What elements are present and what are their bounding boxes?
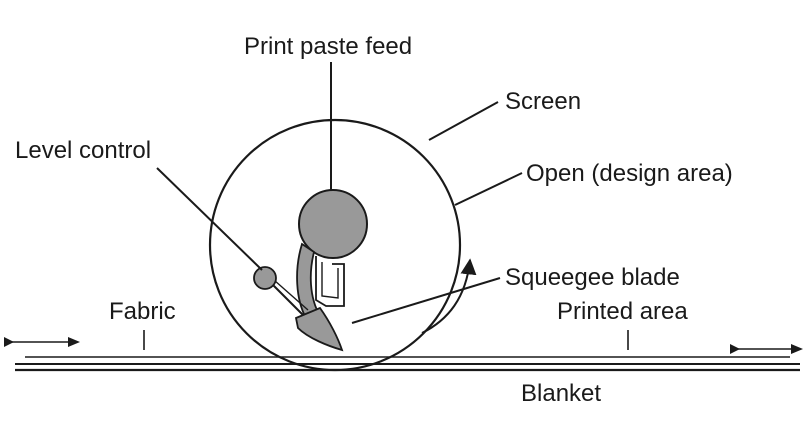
squeegee-holder-bracket bbox=[315, 256, 345, 307]
feed-arrow-right-icon bbox=[730, 344, 803, 354]
label-squeegee-blade: Squeegee blade bbox=[505, 264, 680, 291]
label-blanket: Blanket bbox=[521, 380, 601, 407]
level-control-rod-inner bbox=[273, 279, 309, 311]
open-area-leader bbox=[454, 172, 523, 206]
feed-arrow-left-icon bbox=[4, 337, 80, 347]
squeegee-blade-shape bbox=[294, 306, 344, 352]
label-printed-area: Printed area bbox=[557, 298, 688, 325]
screen-leader bbox=[428, 101, 499, 141]
label-fabric: Fabric bbox=[109, 298, 176, 325]
squeegee-holder-inner bbox=[321, 262, 339, 299]
paste-reservoir bbox=[298, 189, 368, 259]
level-control-knob bbox=[253, 266, 277, 290]
rotation-arrow-icon bbox=[421, 258, 477, 334]
level-control-leader bbox=[156, 167, 263, 271]
label-open-design-area: Open (design area) bbox=[526, 160, 733, 187]
label-print-paste-feed: Print paste feed bbox=[244, 33, 412, 60]
label-level-control: Level control bbox=[15, 137, 151, 164]
level-control-rod bbox=[267, 279, 305, 317]
squeegee-leader bbox=[351, 277, 501, 324]
label-screen: Screen bbox=[505, 88, 581, 115]
